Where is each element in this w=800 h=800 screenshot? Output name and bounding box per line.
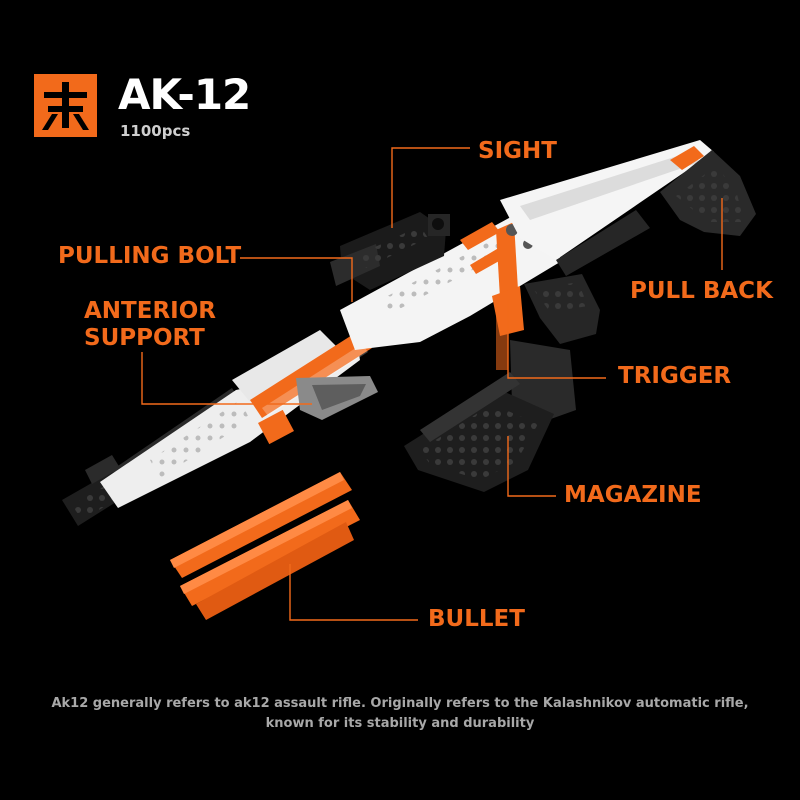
magazine-part: [404, 340, 576, 492]
pulling-bolt-leader: [240, 257, 353, 302]
callout-sight: SIGHT: [478, 138, 557, 164]
leader-lines: [141, 147, 723, 621]
callout-anterior-support: ANTERIOR SUPPORT: [84, 298, 216, 352]
callout-trigger: TRIGGER: [618, 363, 732, 389]
bullets: [170, 472, 360, 620]
brand-logo: [34, 74, 97, 137]
piece-count: 1100pcs: [120, 122, 191, 140]
callout-pull-back: PULL BACK: [630, 278, 773, 304]
brand-logo-mark: [34, 74, 97, 137]
caption-line-1: Ak12 generally refers to ak12 assault ri…: [51, 696, 749, 711]
trigger-leader: [507, 300, 606, 379]
magazine-leader: [507, 436, 556, 497]
bullet-leader: [289, 564, 418, 621]
stock: [500, 140, 756, 276]
callout-pulling-bolt: PULLING BOLT: [58, 243, 242, 269]
receiver: [340, 212, 560, 350]
callout-anterior-support-line1: ANTERIOR: [84, 298, 216, 324]
product-caption: Ak12 generally refers to ak12 assault ri…: [20, 694, 780, 734]
callout-magazine: MAGAZINE: [564, 482, 702, 508]
callout-bullet: BULLET: [428, 606, 525, 632]
callout-anterior-support-line2: SUPPORT: [84, 325, 205, 351]
caption-line-2: known for its stability and durability: [265, 716, 535, 731]
pistol-grip: [492, 274, 600, 370]
product-title: AK-12: [118, 70, 251, 119]
anterior-support-grip: [296, 376, 378, 420]
sight-leader: [391, 147, 470, 228]
anterior-support-leader: [141, 352, 312, 405]
scope: [330, 212, 450, 290]
